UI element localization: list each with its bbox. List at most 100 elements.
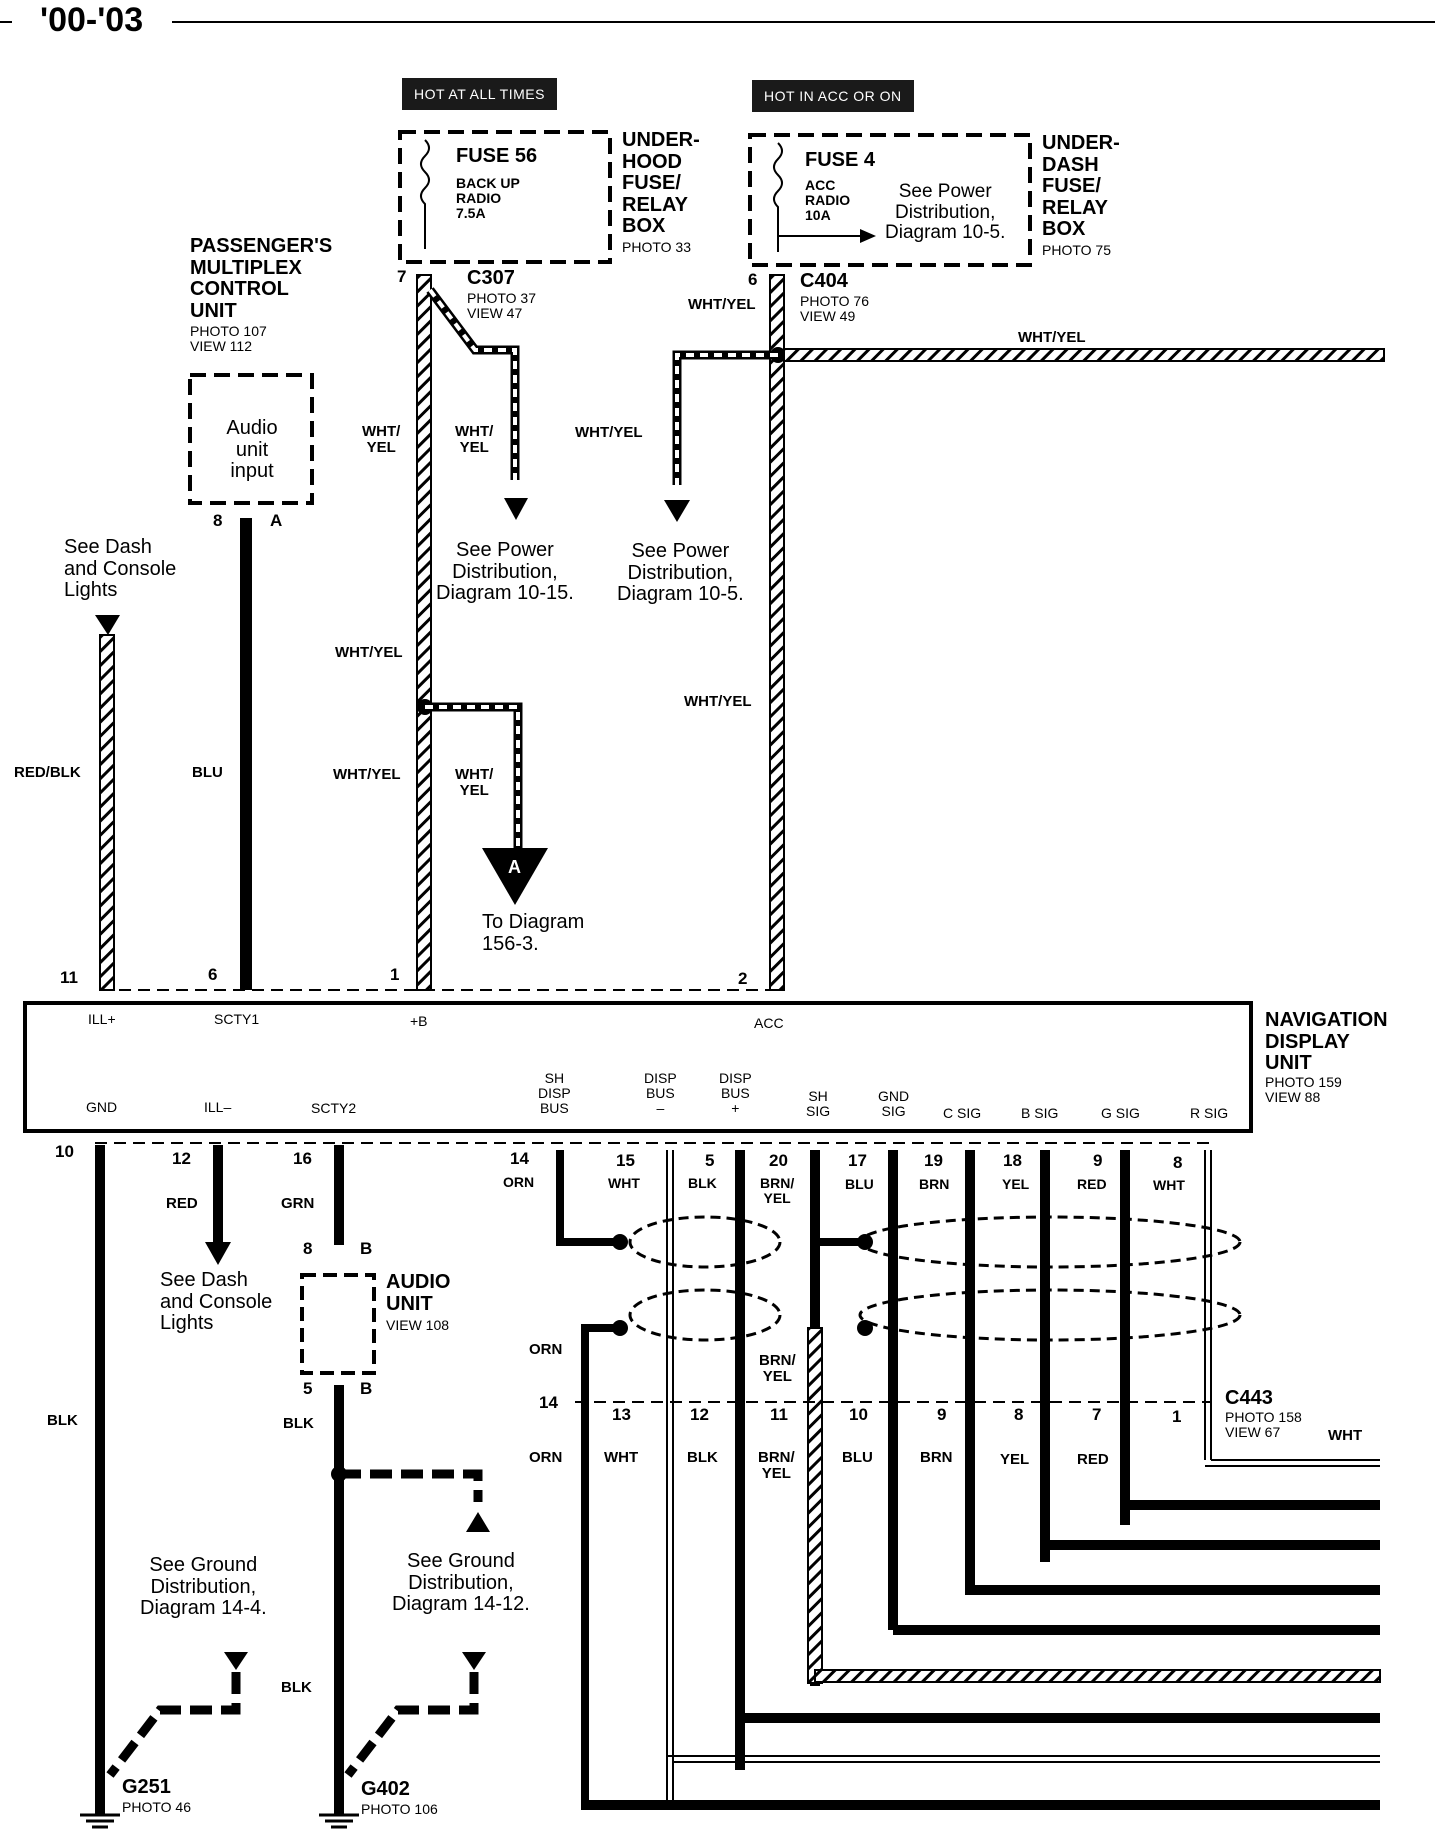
ndu-label-b: +B: [410, 1013, 428, 1029]
ndu-pin: 16: [293, 1149, 312, 1168]
wire-label: GRN: [281, 1195, 315, 1212]
ndu-pin: 9: [1093, 1151, 1103, 1170]
c443-pin: 1: [1172, 1407, 1182, 1426]
wire-label: RED: [166, 1195, 198, 1212]
fuse4-desc: ACC RADIO 10A: [805, 177, 851, 224]
wire-wht-yel-acc: [769, 274, 785, 991]
c443-pin-color: BRN/ YEL: [758, 1449, 795, 1483]
wire-label: RED/BLK: [14, 764, 81, 781]
fuse4-note: See Power Distribution, Diagram 10-5.: [885, 181, 1006, 244]
ndu-pin-color: WHT: [1153, 1177, 1185, 1193]
note-dash-lights-bottom: See Dash and Console Lights: [160, 1269, 273, 1335]
ndu-pin: 8: [1173, 1153, 1183, 1172]
wire-red-blk: [99, 634, 115, 991]
fuse4-name: FUSE 4: [805, 149, 876, 171]
ndu-bottom-label: SH SIG: [806, 1088, 831, 1120]
g402-name: G402: [361, 1778, 410, 1800]
fuse56-name: FUSE 56: [456, 145, 538, 167]
ndu-pin-ill-plus: 11: [60, 968, 78, 987]
audio-pin-top: 8: [303, 1239, 313, 1258]
c404-pin: 6: [748, 270, 758, 289]
note-power-10-15: See Power Distribution, Diagram 10-15.: [436, 539, 574, 605]
ndu-pin: 14: [510, 1149, 529, 1168]
c443-pin: 11: [770, 1405, 788, 1424]
c443-pin-color: BRN: [920, 1449, 953, 1466]
c443-pin-color: BLK: [687, 1449, 718, 1466]
c443-pin: 9: [937, 1405, 947, 1424]
ndu-bottom-label: DISP BUS +: [719, 1070, 752, 1117]
wire-label: BLK: [281, 1679, 312, 1696]
ndu-box: [23, 1001, 1253, 1133]
ndu-pin-color: YEL: [1002, 1176, 1030, 1192]
c443-pin: 12: [690, 1405, 709, 1424]
fuse4-symbol: [773, 142, 783, 252]
fuse56-photo: PHOTO 33: [622, 239, 691, 255]
pmcu-box-label: Audio unit input: [226, 417, 278, 483]
c443-info: PHOTO 158 VIEW 67: [1225, 1409, 1302, 1441]
ndu-pin-color: WHT: [608, 1175, 640, 1191]
fuse56-box-label: UNDER- HOOD FUSE/ RELAY BOX: [622, 129, 700, 238]
ndu-bottom-label: DISP BUS –: [644, 1070, 677, 1117]
ndu-pin: 15: [616, 1151, 635, 1170]
fuse56-box: [398, 130, 612, 264]
wire-label: BLU: [192, 764, 223, 781]
pmcu-pin-letter: A: [270, 511, 283, 530]
c443-pin-color: ORN: [529, 1449, 563, 1466]
c443-pin: 7: [1092, 1405, 1102, 1424]
c443-pin-color: RED: [1077, 1451, 1109, 1468]
note-power-10-5: See Power Distribution, Diagram 10-5.: [617, 540, 744, 606]
c443-name: C443: [1225, 1387, 1273, 1409]
ndu-bottom-label: GND SIG: [878, 1088, 910, 1120]
ndu-pin: 17: [848, 1151, 867, 1170]
audio-pin-bot-letter: B: [360, 1379, 373, 1398]
ndu-photo: PHOTO 159 VIEW 88: [1265, 1074, 1342, 1106]
ndu-bottom-label: SH DISP BUS: [538, 1070, 571, 1117]
ndu-bottom-label: G SIG: [1101, 1105, 1140, 1121]
ndu-pin: 12: [172, 1149, 191, 1168]
audio-unit-view: VIEW 108: [386, 1317, 450, 1333]
ndu-pin: 5: [705, 1151, 715, 1170]
ndu-pin-color: BLK: [688, 1175, 717, 1191]
wire-label: WHT/YEL: [688, 296, 756, 313]
c404-info: PHOTO 76 VIEW 49: [800, 293, 869, 325]
ndu-bottom-label: ILL–: [204, 1099, 232, 1115]
c443-pin-color: WHT: [604, 1449, 639, 1466]
hot-at-all-times-label: HOT AT ALL TIMES: [402, 78, 557, 110]
c307-pin: 7: [397, 267, 407, 286]
fuse4-box: [748, 133, 1032, 267]
ndu-pin-color: ORN: [503, 1174, 535, 1190]
ndu-pin-color: BRN/ YEL: [760, 1175, 795, 1207]
wire-label: BLK: [283, 1415, 314, 1432]
wire-label: WHT/YEL: [1018, 329, 1086, 346]
wire-wht-yel-b: [416, 274, 432, 991]
fuse56-symbol: [420, 139, 430, 249]
pmcu-pin: 8: [213, 511, 223, 530]
audio-pin-top-letter: B: [360, 1239, 373, 1258]
wire-label: WHT/ YEL: [362, 423, 401, 457]
c443-pin: 8: [1014, 1405, 1024, 1424]
ndu-bottom-label: GND: [86, 1099, 118, 1115]
ndu-pin-scty1: 6: [208, 965, 218, 984]
c443-pin-color: YEL: [1000, 1451, 1030, 1468]
note-ground-14-4: See Ground Distribution, Diagram 14-4.: [140, 1554, 267, 1620]
shield-label-brn-yel: BRN/ YEL: [759, 1352, 796, 1386]
ndu-label-ill-plus: ILL+: [88, 1011, 116, 1027]
ndu-bottom-label: C SIG: [943, 1105, 982, 1121]
c443-pin-color: WHT: [1328, 1427, 1363, 1444]
note-ground-14-12: See Ground Distribution, Diagram 14-12.: [392, 1550, 530, 1616]
ndu-title: NAVIGATION DISPLAY UNIT: [1265, 1009, 1388, 1075]
wire-label: WHT/ YEL: [455, 766, 494, 800]
ndu-pin: 10: [55, 1142, 74, 1161]
fuse4-photo: PHOTO 75: [1042, 242, 1111, 258]
ndu-pin-b: 1: [390, 965, 400, 984]
audio-unit-box: [300, 1273, 376, 1375]
pmcu-photo: PHOTO 107 VIEW 112: [190, 323, 267, 355]
ndu-bottom-label: R SIG: [1190, 1105, 1229, 1121]
fuse4-arrow: [860, 229, 876, 243]
wire-label: WHT/YEL: [684, 693, 752, 710]
c443-pin: 13: [612, 1405, 631, 1424]
c307-name: C307: [467, 267, 515, 289]
ndu-bottom-label: B SIG: [1021, 1105, 1059, 1121]
c443-pin: 14: [539, 1393, 558, 1412]
